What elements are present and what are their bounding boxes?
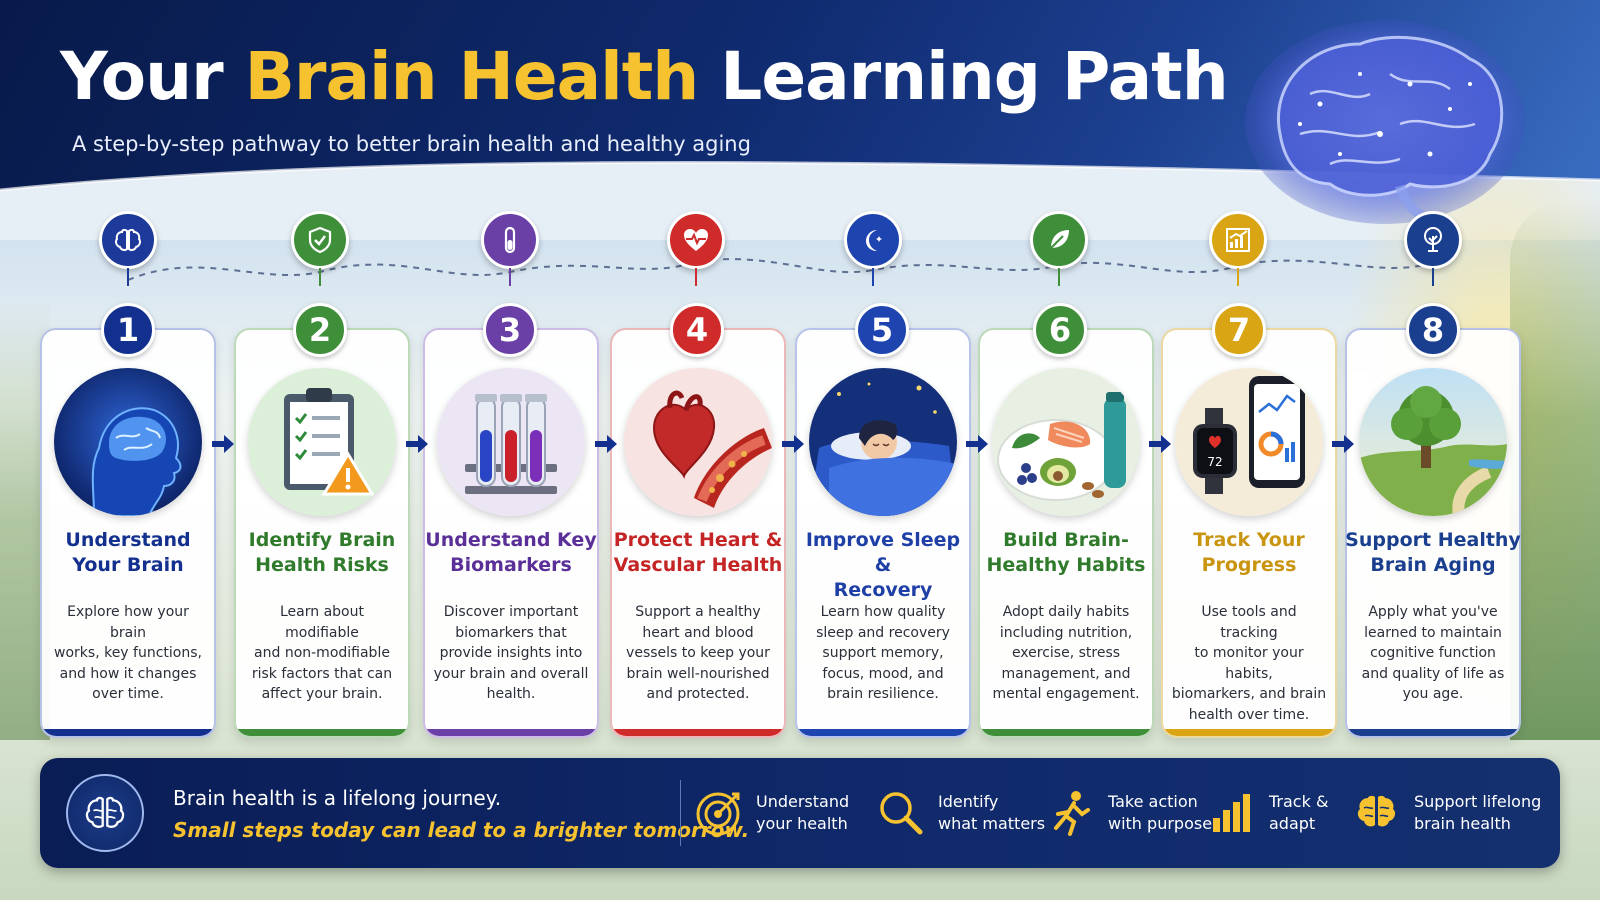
heart-vessel-illustration	[624, 368, 772, 516]
moon-stars-icon	[844, 211, 902, 269]
arrow-right-icon	[595, 435, 617, 453]
card-accent-bar	[236, 729, 408, 736]
tree-icon	[1404, 211, 1462, 269]
icon-stem	[1237, 268, 1239, 286]
footer-divider	[680, 780, 681, 846]
arrow-right-icon	[782, 435, 804, 453]
chart-up-icon	[1209, 211, 1267, 269]
footer-item-identify: Identify what matters	[876, 783, 1045, 843]
card-accent-bar	[425, 729, 597, 736]
card-accent-bar	[612, 729, 784, 736]
step-title-4: Protect Heart &Vascular Health	[613, 529, 783, 576]
step-number-3: 3	[483, 303, 537, 357]
step-number-5: 5	[855, 303, 909, 357]
footer-message: Brain health is a lifelong journey.	[173, 786, 502, 810]
magnifier-icon	[876, 788, 926, 838]
step-number-4: 4	[670, 303, 724, 357]
brain-head-illustration	[54, 368, 202, 516]
footer-item-support: Support lifelong brain health	[1352, 783, 1541, 843]
step-number-1: 1	[101, 303, 155, 357]
card-accent-bar	[980, 729, 1152, 736]
step-number-2: 2	[293, 303, 347, 357]
tree-landscape-illustration	[1359, 368, 1507, 516]
arrow-right-icon	[212, 435, 234, 453]
brain-icon	[1352, 788, 1402, 838]
icon-stem	[509, 268, 511, 286]
bar-chart-icon	[1207, 788, 1257, 838]
title-highlight: Brain Health	[244, 38, 700, 115]
arrow-right-icon	[1149, 435, 1171, 453]
trees-right	[1510, 200, 1600, 740]
icon-stem	[1058, 268, 1060, 286]
icon-stem	[319, 268, 321, 286]
icon-stem	[872, 268, 874, 286]
sleeping-person-illustration	[809, 368, 957, 516]
step-title-6: Build Brain-Healthy Habits	[986, 529, 1146, 576]
brain-icon	[66, 774, 144, 852]
icon-stem	[1432, 268, 1434, 286]
arrow-right-icon	[1332, 435, 1354, 453]
healthy-food-illustration	[992, 368, 1140, 516]
footer-item-track: Track & adapt	[1207, 783, 1328, 843]
footer-tagline: Small steps today can lead to a brighter…	[173, 818, 750, 842]
shield-check-icon	[291, 211, 349, 269]
dashed-path-connector	[127, 258, 1436, 281]
icon-stem	[695, 268, 697, 286]
card-accent-bar	[797, 729, 969, 736]
step-number-6: 6	[1033, 303, 1087, 357]
leaf-icon	[1030, 211, 1088, 269]
step-title-5: Improve Sleep &Recovery	[805, 529, 961, 601]
glowing-brain-illustration	[1245, 20, 1525, 224]
arrow-right-icon	[406, 435, 428, 453]
footer-banner: Brain health is a lifelong journey. Smal…	[40, 758, 1560, 868]
footer-item-understand: Understand your health	[694, 783, 849, 843]
arrow-right-icon	[966, 435, 988, 453]
page-subtitle: A step-by-step pathway to better brain h…	[72, 132, 751, 156]
runner-icon	[1046, 788, 1096, 838]
page-title: Your Brain Health Learning Path	[60, 38, 1229, 115]
icon-stem	[127, 268, 129, 286]
target-icon	[694, 788, 744, 838]
step-number-8: 8	[1406, 303, 1460, 357]
card-accent-bar	[42, 729, 214, 736]
test-tube-icon	[481, 211, 539, 269]
step-number-7: 7	[1212, 303, 1266, 357]
heart-pulse-icon	[667, 211, 725, 269]
watch-phone-illustration: 72	[1175, 368, 1323, 516]
title-post: Learning Path	[720, 38, 1228, 115]
card-accent-bar	[1163, 729, 1335, 736]
watch-heart-rate: 72	[1207, 455, 1222, 469]
checklist-warning-illustration	[248, 368, 396, 516]
test-tubes-illustration	[437, 368, 585, 516]
card-accent-bar	[1347, 729, 1519, 736]
title-pre: Your	[60, 38, 224, 115]
brain-icon	[99, 211, 157, 269]
footer-item-action: Take action with purpose	[1046, 783, 1212, 843]
